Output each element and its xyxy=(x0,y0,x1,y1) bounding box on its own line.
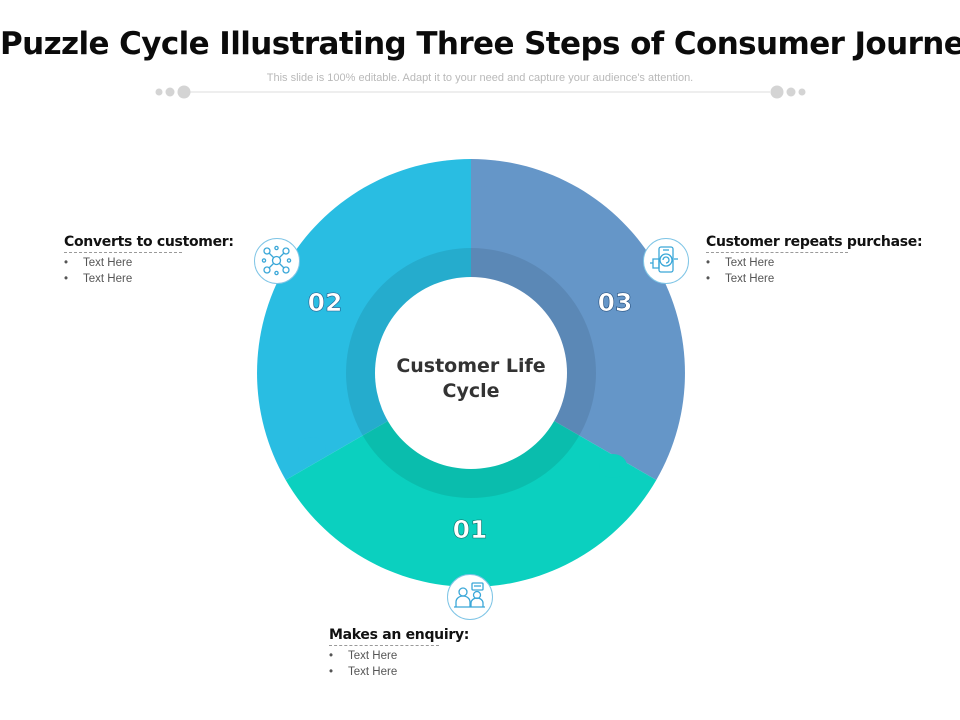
puzzle-knob-right xyxy=(599,454,627,478)
step-02-bullets: Text Here Text Here xyxy=(64,255,239,287)
puzzle-knob-top xyxy=(471,186,495,214)
page-title: Puzzle Cycle Illustrating Three Steps of… xyxy=(0,26,960,62)
network-people-icon xyxy=(254,238,300,284)
bullet-item: Text Here xyxy=(64,255,239,271)
center-title-line1: Customer Life xyxy=(396,355,545,377)
subtitle-decoration xyxy=(155,85,806,99)
bullet-item: Text Here xyxy=(329,664,529,680)
step-03-bullets: Text Here Text Here xyxy=(706,255,936,287)
bullet-item: Text Here xyxy=(706,255,936,271)
puzzle-knob-left xyxy=(298,437,326,461)
step-01-heading: Makes an enquiry: xyxy=(329,627,470,643)
segment-number-02: 02 xyxy=(308,288,343,317)
segment-number-01: 01 xyxy=(453,515,488,544)
step-01-bullets: Text Here Text Here xyxy=(329,648,529,680)
page-subtitle: This slide is 100% editable. Adapt it to… xyxy=(266,72,694,84)
bullet-item: Text Here xyxy=(706,271,936,287)
step-02-heading: Converts to customer: xyxy=(64,234,234,250)
repeat-purchase-icon xyxy=(643,238,689,284)
center-title-line2: Cycle xyxy=(443,380,500,402)
center-circle xyxy=(375,277,567,469)
step-03-text-block: Customer repeats purchase: Text Here Tex… xyxy=(706,234,936,287)
step-01-text-block: Makes an enquiry: Text Here Text Here xyxy=(329,627,529,680)
bullet-item: Text Here xyxy=(64,271,239,287)
step-02-dashed-rule xyxy=(64,252,182,253)
customer-service-icon xyxy=(447,574,493,620)
step-03-dashed-rule xyxy=(706,252,848,253)
step-02-text-block: Converts to customer: Text Here Text Her… xyxy=(64,234,239,287)
step-03-heading: Customer repeats purchase: xyxy=(706,234,923,250)
segment-number-03: 03 xyxy=(598,288,633,317)
step-01-dashed-rule xyxy=(329,645,439,646)
bullet-item: Text Here xyxy=(329,648,529,664)
segment-01 xyxy=(285,373,657,587)
